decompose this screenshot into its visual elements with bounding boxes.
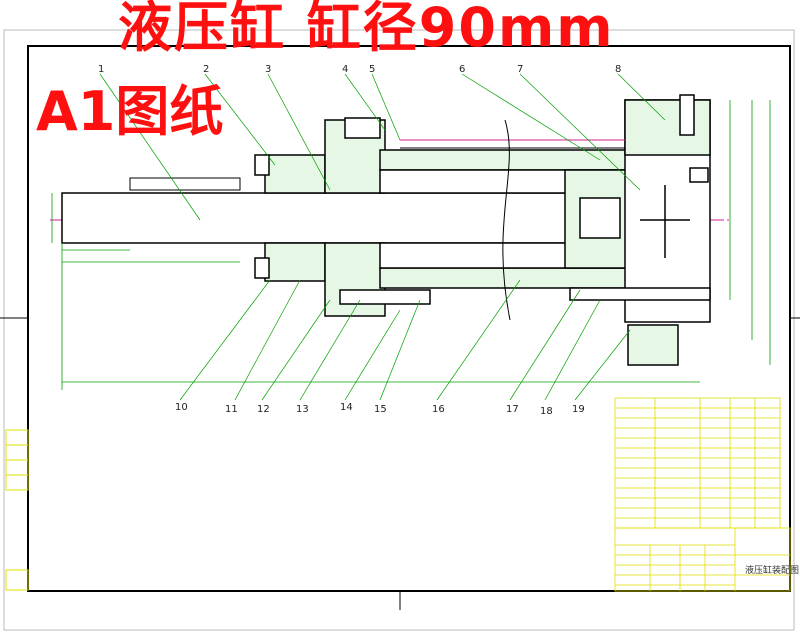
- part-number: 17: [506, 404, 519, 415]
- part-number: 10: [175, 402, 188, 413]
- part-number: 7: [517, 64, 523, 75]
- sheet-size-label: A1图纸: [36, 80, 224, 143]
- part-numbers: 1 2 3 4 5 6 7 8 10 11 12 13 14 15 16 17 …: [98, 64, 621, 417]
- dimension-lines: [51, 100, 771, 390]
- part-number: 1: [98, 64, 104, 75]
- left-margin-table: [5, 429, 29, 591]
- part-number: 4: [342, 64, 348, 75]
- part-number: 2: [203, 64, 209, 75]
- break-line: [502, 119, 511, 321]
- part-number: 14: [340, 402, 353, 413]
- leader-lines: [99, 73, 666, 401]
- parts-list-table: [614, 397, 781, 529]
- part-number: 16: [432, 404, 445, 415]
- part-number: 12: [257, 404, 270, 415]
- part-number: 6: [459, 64, 465, 75]
- part-number: 8: [615, 64, 621, 75]
- piston-rod: [61, 177, 573, 244]
- part-number: 13: [296, 404, 309, 415]
- title-block: [614, 527, 791, 592]
- part-number: 18: [540, 406, 553, 417]
- part-number: 3: [265, 64, 271, 75]
- part-number: 5: [369, 64, 375, 75]
- part-number: 15: [374, 404, 387, 415]
- tie-rod-front: [339, 289, 431, 305]
- piston: [564, 169, 631, 269]
- outer-border: [3, 29, 795, 631]
- drawing-name: 液压缸装配图: [745, 566, 800, 576]
- tie-rod-rear: [569, 287, 711, 301]
- part-number: 11: [225, 404, 238, 415]
- rear-cap: [624, 94, 711, 366]
- part-number: 19: [572, 404, 585, 415]
- banner-title: 液压缸 缸径90mm: [118, 0, 615, 59]
